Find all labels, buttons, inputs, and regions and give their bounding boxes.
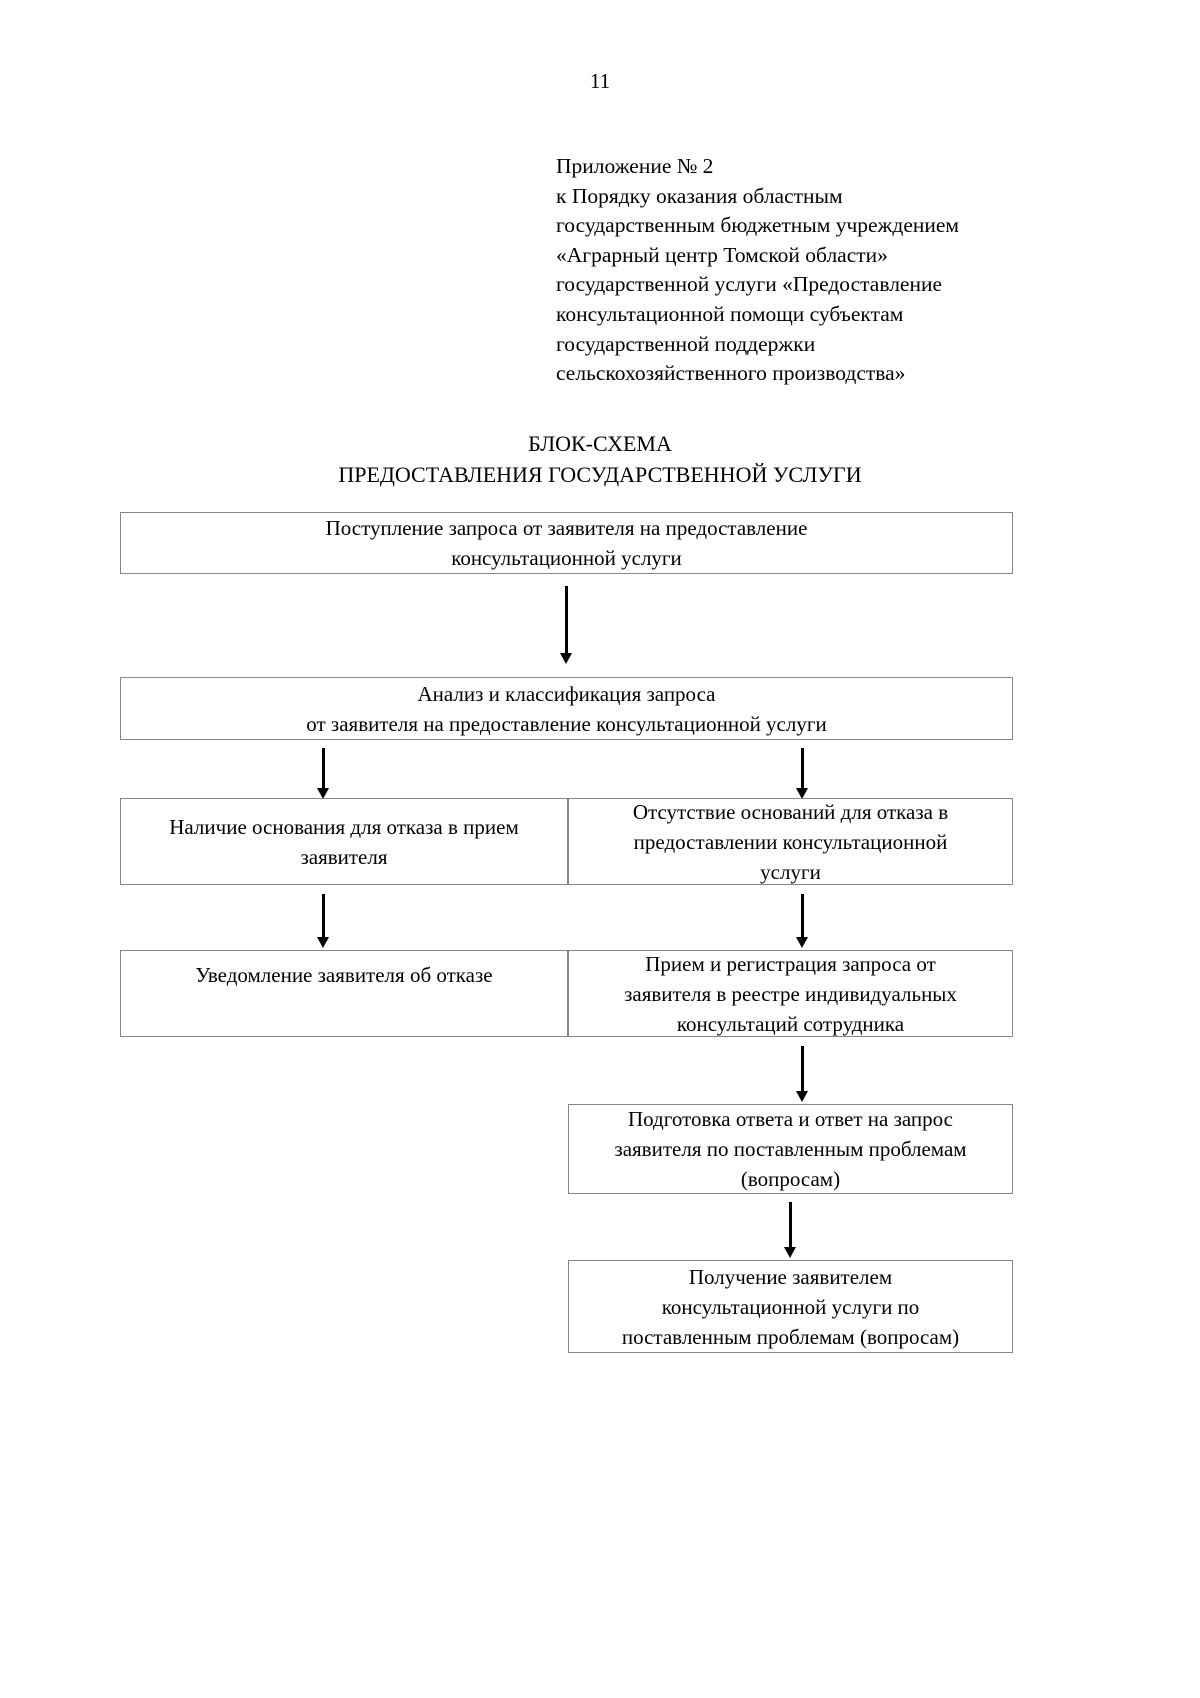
appendix-reference-block: Приложение № 2 к Порядку оказания област… xyxy=(556,152,1026,389)
appendix-line-3: государственным бюджетным учреждением xyxy=(556,213,960,238)
box1-line-2: консультационной услуги xyxy=(451,546,682,570)
box3-left-line-1: Наличие основания для отказа в прием xyxy=(169,814,519,839)
box4-left-line-1: Уведомление заявителя об отказе xyxy=(195,963,493,987)
flowchart-box-request-received: Поступление запроса от заявителя на пред… xyxy=(120,512,1013,574)
box3-right-line-2: предоставлении консультационной xyxy=(633,829,948,854)
arrow-box2-to-box3-right xyxy=(795,748,809,799)
page-title: БЛОК-СХЕМА ПРЕДОСТАВЛЕНИЯ ГОСУДАРСТВЕННО… xyxy=(0,428,1200,490)
box6-line-2: консультационной услуги по xyxy=(661,1294,920,1319)
flowchart-box-answer-preparation: Подготовка ответа и ответ на запрос заяв… xyxy=(568,1104,1013,1194)
flowchart-box-analysis-classification: Анализ и классификация запроса от заявит… xyxy=(120,677,1013,740)
page-title-line-2: ПРЕДОСТАВЛЕНИЯ ГОСУДАРСТВЕННОЙ УСЛУГИ xyxy=(338,462,862,487)
box4-right-line-2: заявителя в реестре индивидуальных xyxy=(624,981,957,1006)
appendix-line-7: государственной поддержки xyxy=(556,331,816,356)
arrow-box4-to-box5 xyxy=(795,1046,809,1102)
box6-line-1: Получение заявителем xyxy=(688,1264,893,1289)
box6-line-3: поставленным проблемам (вопросам) xyxy=(621,1324,960,1349)
box5-line-1: Подготовка ответа и ответ на запрос xyxy=(627,1107,953,1131)
box5-line-2: заявителя по поставленным проблемам xyxy=(614,1137,967,1161)
box3-left-line-2: заявителя xyxy=(300,844,388,869)
arrow-box2-to-box3-left xyxy=(316,748,330,799)
box5-line-3: (вопросам) xyxy=(740,1167,841,1191)
box4-right-line-3: консультаций сотрудника xyxy=(676,1011,905,1036)
arrow-box3-to-box4-right xyxy=(795,894,809,948)
flowchart-box-request-registration: Прием и регистрация запроса от заявителя… xyxy=(568,950,1013,1037)
page-number: 11 xyxy=(589,69,611,93)
appendix-line-1: Приложение № 2 xyxy=(556,154,714,178)
box3-right-line-1: Отсутствие оснований для отказа в xyxy=(632,799,949,824)
box1-line-1: Поступление запроса от заявителя на пред… xyxy=(325,516,808,540)
appendix-line-5: государственной услуги «Предоставление xyxy=(556,272,943,297)
box4-right-line-1: Прием и регистрация запроса от xyxy=(645,951,936,976)
appendix-line-6: консультационной помощи субъектам xyxy=(556,301,904,326)
arrow-box3-to-box4-left xyxy=(316,894,330,948)
flowchart-box-service-received: Получение заявителем консультационной ус… xyxy=(568,1260,1013,1353)
flowchart-box-refusal-notification: Уведомление заявителя об отказе xyxy=(120,950,568,1037)
box3-right-line-3: услуги xyxy=(760,859,821,884)
appendix-line-4: «Аграрный центр Томской области» xyxy=(556,242,888,267)
arrow-box5-to-box6 xyxy=(783,1202,797,1258)
arrow-box1-to-box2 xyxy=(559,586,573,664)
box2-line-1: Анализ и классификация запроса xyxy=(417,681,716,706)
flowchart-box-refusal-grounds-present: Наличие основания для отказа в прием зая… xyxy=(120,798,568,885)
flowchart-box-no-refusal-grounds: Отсутствие оснований для отказа в предос… xyxy=(568,798,1013,885)
appendix-line-8: сельскохозяйственного производства» xyxy=(556,361,906,386)
appendix-line-2: к Порядку оказания областным xyxy=(556,183,843,208)
box2-line-2: от заявителя на предоставление консульта… xyxy=(306,711,827,736)
page-title-line-1: БЛОК-СХЕМА xyxy=(528,431,672,456)
